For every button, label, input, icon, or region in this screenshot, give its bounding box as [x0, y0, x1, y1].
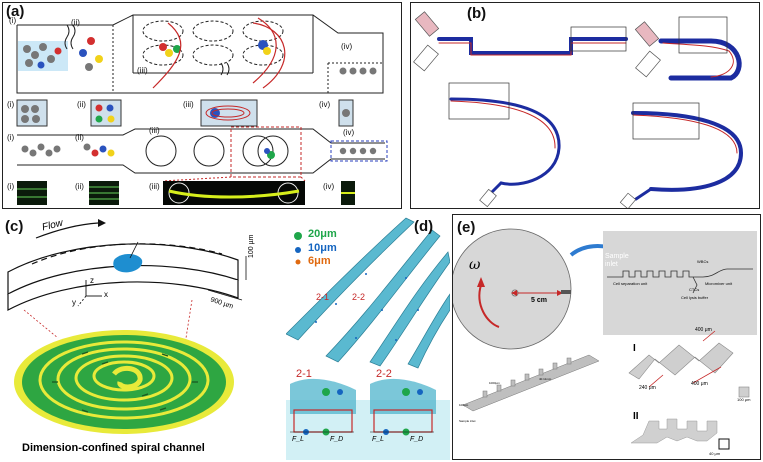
channel-dots	[315, 273, 419, 341]
sample-inlet-small-label: Sample inlet	[459, 419, 476, 423]
particles-row3	[21, 143, 377, 159]
row3-2: (ii)	[75, 133, 84, 142]
sub-top-1: (i)	[9, 16, 16, 25]
cell-lysis-label: Cell lysis buffer	[681, 295, 709, 300]
channel-3d	[16, 14, 384, 94]
dim-400a-label: 400 μm	[695, 327, 712, 333]
dim-small-1-label: 100μm	[459, 403, 469, 407]
legend-6: 6μm	[308, 255, 331, 267]
sub-top-2: (ii)	[71, 18, 80, 27]
panel-b-label: (b)	[467, 5, 487, 22]
panel-d: (d) 20μm 10μm 6μm 2-1 2-2 2-1 2-2 F_L F_…	[286, 214, 450, 460]
dim-100-label: 100 μm	[737, 397, 751, 402]
row2-2: (ii)	[77, 100, 86, 109]
chip-layout	[603, 231, 757, 335]
break-marks	[64, 24, 230, 76]
dim-height-label: 100 µm	[248, 234, 255, 259]
serpentine-3d	[462, 354, 600, 412]
axis-x-label: x	[104, 290, 108, 299]
spiral-disc	[14, 330, 234, 434]
red-trajectories	[152, 17, 286, 89]
axis-y-label: y	[72, 298, 76, 307]
force-label-1: F_L	[292, 436, 305, 443]
legend-10: 10μm	[308, 242, 337, 254]
row3-3: (iii)	[149, 126, 160, 135]
force-label-3: F_L	[372, 436, 385, 443]
panel-a: (i) (ii) (iii) (iv) (i) (ii) (iii) (iv) …	[2, 2, 402, 209]
section-label-2: 2-2	[352, 292, 366, 302]
bottom-label-1: 2-1	[296, 368, 312, 380]
omega-arrow	[478, 284, 500, 328]
section-label-1: 2-1	[316, 292, 330, 302]
row4-3: (iii)	[149, 182, 160, 191]
micromixer-label: Micromixer unit	[705, 281, 733, 286]
micromixer-I	[628, 342, 750, 398]
panel-c-figure	[7, 219, 247, 434]
micromixer-II	[630, 418, 718, 444]
row3-4: (iv)	[343, 128, 354, 137]
dim-40-label: 40 μm	[709, 451, 721, 456]
ctc-label: CTCs	[689, 287, 700, 292]
row2-3: (iii)	[183, 100, 194, 109]
wbc-label: WBCs	[697, 259, 709, 264]
dim-400b-label: 400 μm	[691, 381, 708, 387]
dim-small-3-label: 40.11mm	[539, 377, 552, 381]
sub-top-3: (iii)	[137, 66, 148, 75]
sub-top-4: (iv)	[341, 42, 352, 51]
row2-4: (iv)	[319, 100, 330, 109]
rotating-disc	[453, 228, 572, 350]
force-label-2: F_D	[330, 436, 344, 443]
spiral-caption: Dimension-confined spiral channel	[22, 442, 205, 454]
channel-strips	[286, 217, 450, 369]
dim-240-label: 240 μm	[639, 385, 656, 391]
panel-b: (b)	[410, 2, 760, 209]
cell-separation-label: Cell separation unit	[613, 281, 648, 286]
particles-top	[23, 37, 377, 75]
panel-e-figure	[453, 228, 757, 450]
flat-channel	[17, 126, 388, 182]
cross-sections	[286, 378, 450, 460]
panel-a-figure: (i) (ii) (iii) (iv) (i) (ii) (iii) (iv) …	[7, 14, 388, 205]
row4-4: (iv)	[323, 182, 334, 191]
flow-arrow	[35, 222, 99, 239]
row3-1: (i)	[7, 133, 14, 142]
legend-20: 20μm	[308, 228, 337, 240]
panel-e-label: (e)	[457, 219, 476, 236]
force-label-4: F_D	[410, 436, 424, 443]
sub-labels: (i) (ii) (iii) (iv) (i) (ii) (iii) (iv) …	[7, 16, 354, 191]
panel-c-label: (c)	[5, 218, 24, 235]
micrographs	[17, 181, 355, 205]
roman-2-label: II	[633, 411, 639, 422]
radius-label: 5 cm	[531, 297, 547, 304]
row2-boxes	[16, 99, 354, 127]
sample-inlet-label: Sample inlet	[605, 253, 629, 268]
dim-small-2-label: 1000μm	[489, 381, 500, 385]
roman-1-label: I	[633, 343, 636, 354]
row4-2: (ii)	[75, 182, 84, 191]
panel-d-label: (d)	[414, 218, 434, 235]
panel-a-label: (a)	[6, 3, 25, 20]
axis-z-label: z	[90, 276, 94, 285]
particle-blob	[113, 254, 143, 273]
omega-label: ω	[469, 257, 481, 273]
panel-d-figure	[286, 217, 450, 460]
axes	[77, 280, 102, 307]
bottom-label-2: 2-2	[376, 368, 392, 380]
row4-1: (i)	[7, 182, 14, 191]
panel-c: (c) Flow 100 µm 900 µm x y z Dimension-c…	[2, 214, 282, 460]
curved-channel	[7, 243, 239, 311]
panel-e: (e) ω 5 cm Sample inlet Cell separation …	[452, 214, 761, 460]
panel-b-figure	[413, 11, 744, 208]
row2-1: (i)	[7, 100, 14, 109]
